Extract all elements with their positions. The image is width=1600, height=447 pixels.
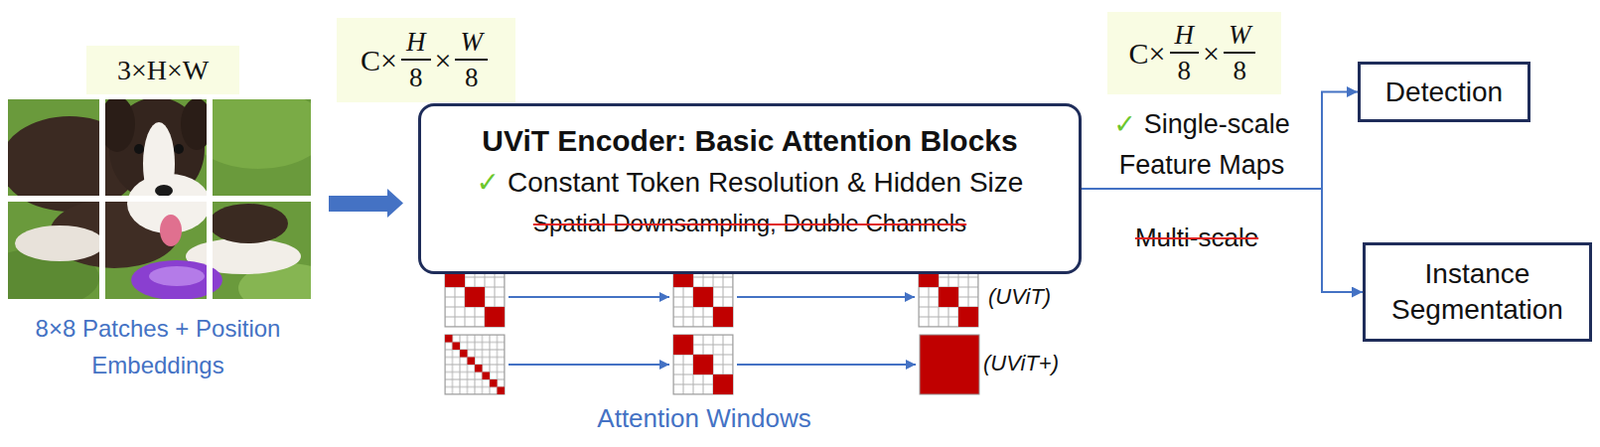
node-content: Instance Segmentation bbox=[1375, 256, 1580, 329]
output-caption: Single-scale Feature Maps bbox=[1119, 109, 1291, 180]
node-text: Detection bbox=[1370, 75, 1518, 110]
fraction-numerator: H bbox=[1169, 19, 1200, 54]
removed-feature: Spatial Downsampling, Double Channels bbox=[435, 203, 1065, 244]
window-matrix bbox=[919, 334, 980, 395]
node-content: Detection bbox=[1370, 75, 1518, 110]
fraction: H8 bbox=[401, 26, 432, 94]
window-arrows bbox=[508, 296, 916, 365]
node-text: Instance Segmentation bbox=[1375, 256, 1580, 329]
encoder-feature-line: ✓Constant Token Resolution & Hidden Size bbox=[435, 161, 1065, 204]
dimension-box: C×H8×W8 bbox=[336, 17, 516, 103]
fraction-denominator: 8 bbox=[409, 60, 424, 94]
removed-output: Multi-scale bbox=[1092, 222, 1302, 254]
node-content: C×H8×W8 bbox=[342, 26, 510, 94]
variant-label: (UViT+) bbox=[983, 350, 1059, 377]
patch-grid bbox=[7, 99, 311, 299]
window-matrix bbox=[673, 267, 733, 327]
fraction-numerator: H bbox=[401, 26, 432, 61]
node-text: 3×H×W bbox=[92, 53, 234, 88]
input-caption: 8×8 Patches + Position Embeddings bbox=[23, 309, 292, 384]
node-content: 3×H×W bbox=[92, 53, 234, 88]
window-matrix bbox=[673, 334, 733, 395]
fraction-row: C×H8×W8 bbox=[342, 26, 510, 94]
input-arrow bbox=[328, 188, 404, 218]
encoder-box: UViT Encoder: Basic Attention Blocks✓Con… bbox=[418, 103, 1082, 275]
section-caption: Attention Windows bbox=[525, 403, 883, 435]
dimension-text: × bbox=[1202, 36, 1220, 71]
fraction: W8 bbox=[1223, 19, 1257, 87]
fraction-denominator: 8 bbox=[464, 60, 479, 94]
check-mark: ✓ bbox=[476, 165, 500, 199]
encoder-title: UViT Encoder: Basic Attention Blocks bbox=[435, 120, 1065, 162]
connector bbox=[1081, 92, 1358, 190]
fraction-denominator: 8 bbox=[1177, 53, 1192, 87]
task-box: Detection bbox=[1357, 61, 1531, 123]
fraction-row: C×H8×W8 bbox=[1113, 19, 1276, 87]
dimension-text: C× bbox=[360, 43, 398, 78]
fraction: H8 bbox=[1169, 19, 1200, 87]
window-matrix bbox=[444, 334, 505, 395]
label-group: ✓Single-scale Feature Maps bbox=[1082, 103, 1321, 186]
encoder-feature: Constant Token Resolution & Hidden Size bbox=[507, 166, 1023, 198]
dimension-box: C×H8×W8 bbox=[1107, 11, 1282, 95]
node-content: UViT Encoder: Basic Attention Blocks✓Con… bbox=[435, 120, 1065, 244]
fraction: W8 bbox=[454, 26, 488, 94]
check-mark: ✓ bbox=[1113, 108, 1137, 140]
window-matrix bbox=[918, 267, 979, 327]
fraction-numerator: W bbox=[1223, 19, 1257, 54]
fraction-denominator: 8 bbox=[1232, 53, 1247, 87]
window-matrix bbox=[444, 267, 505, 327]
photo-content bbox=[7, 99, 311, 299]
node-content: C×H8×W8 bbox=[1113, 19, 1276, 87]
connector bbox=[1081, 188, 1363, 292]
variant-label: (UViT) bbox=[988, 284, 1051, 310]
task-box: Instance Segmentation bbox=[1362, 242, 1593, 342]
fraction-numerator: W bbox=[454, 26, 488, 61]
dimension-text: C× bbox=[1129, 36, 1166, 71]
dimension-text: × bbox=[435, 43, 452, 78]
dimension-box: 3×H×W bbox=[86, 45, 240, 95]
